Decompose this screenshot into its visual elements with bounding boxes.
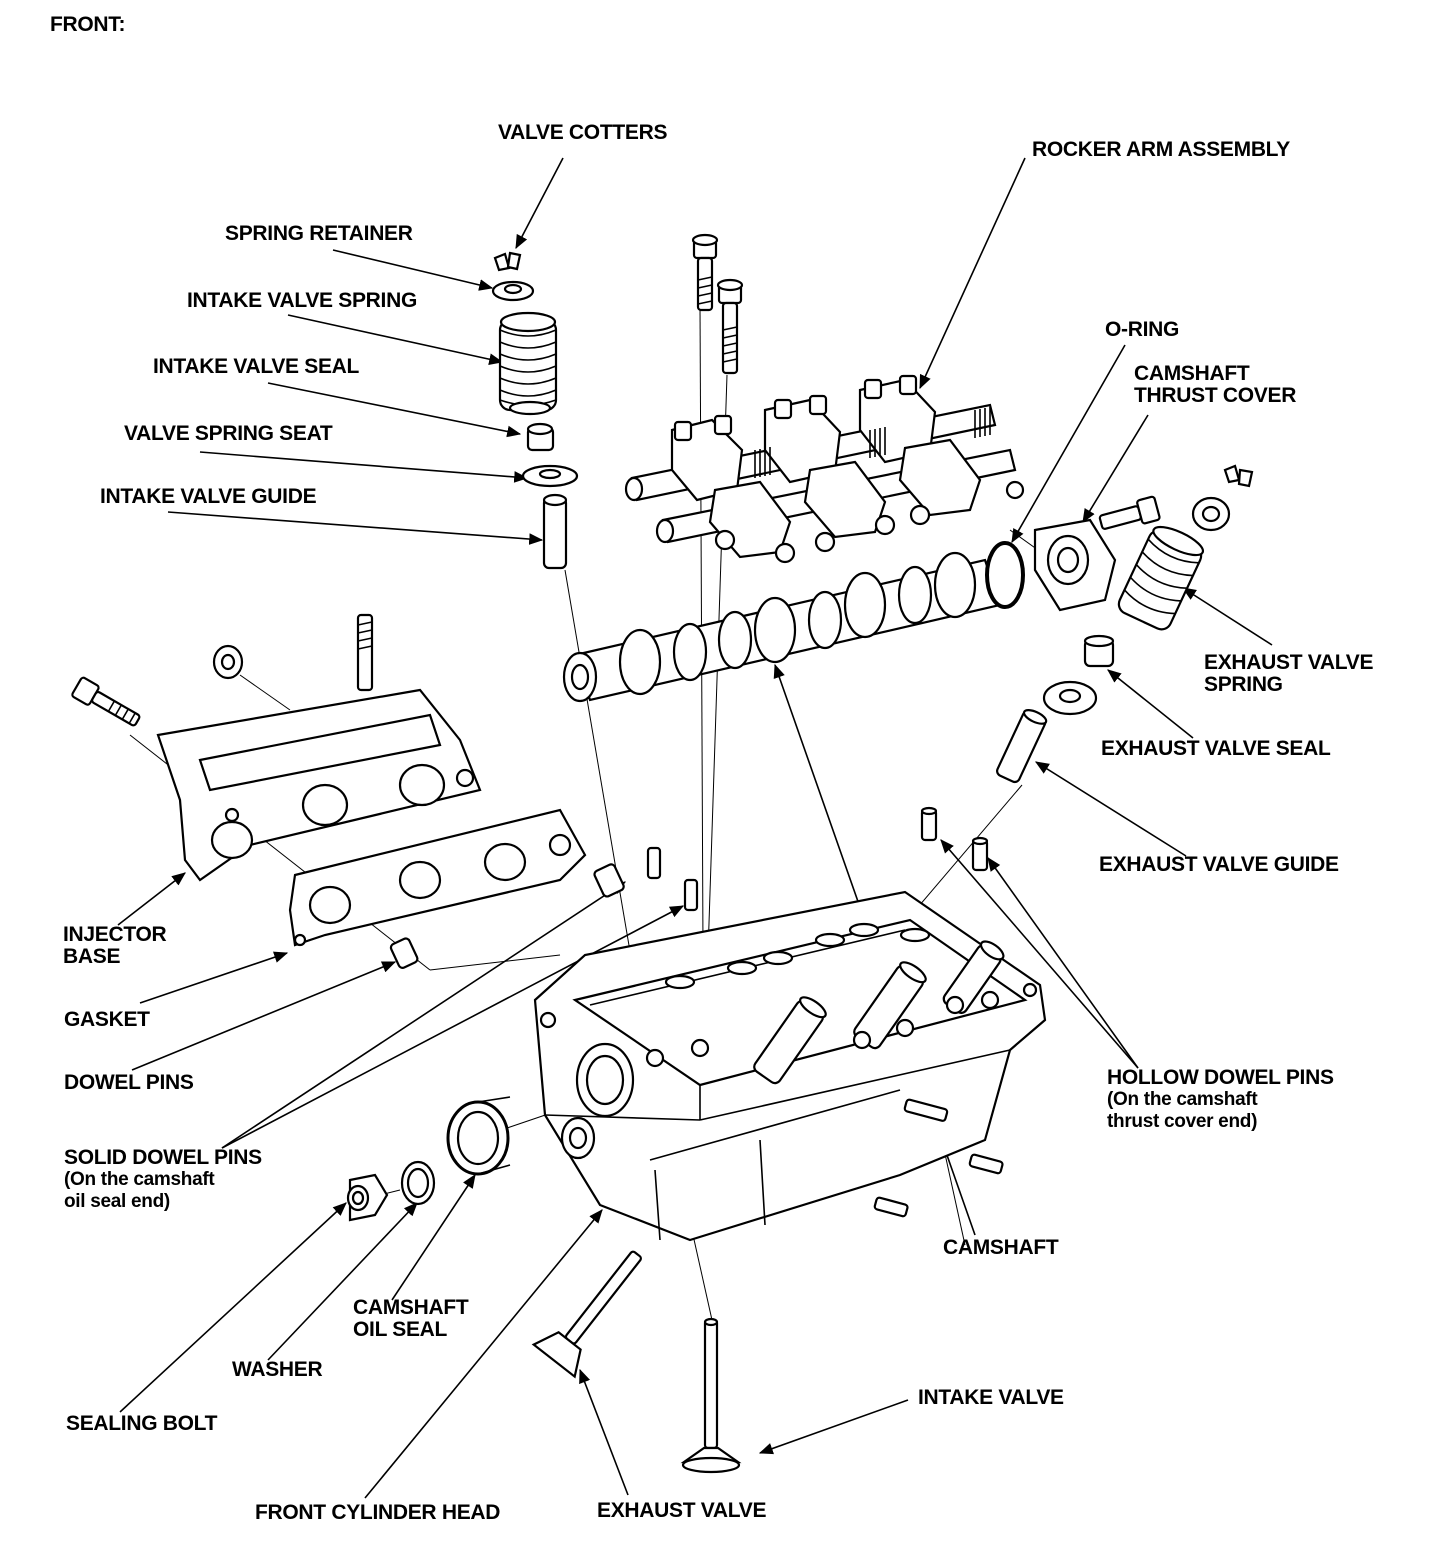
label-rocker-arm-assembly: ROCKER ARM ASSEMBLY: [1032, 138, 1290, 161]
leader-rocker-arm: [919, 157, 1026, 390]
rocker-bolts: [691, 233, 1161, 530]
leader-solid-pin-2: [221, 905, 685, 1149]
label-front-cylinder-head: FRONT CYLINDER HEAD: [255, 1501, 501, 1524]
gasket: [288, 808, 587, 947]
label-exhaust-valve-spring-line2: SPRING: [1204, 673, 1283, 696]
label-camshaft-oil-seal-line1: CAMSHAFT: [353, 1296, 469, 1319]
label-solid-dowel-pins-line2: (On the camshaft: [64, 1169, 215, 1190]
label-camshaft: CAMSHAFT: [943, 1236, 1059, 1259]
label-intake-valve-seal: INTAKE VALVE SEAL: [153, 355, 360, 378]
leader-lines: [117, 157, 1273, 1499]
label-exhaust-valve-spring: EXHAUST VALVE SPRING: [1204, 652, 1373, 696]
label-camshaft-oil-seal-line2: OIL SEAL: [353, 1318, 448, 1341]
label-injector-base-line1: INJECTOR: [63, 923, 167, 946]
leader-gasket: [139, 951, 289, 1004]
label-o-ring: O-RING: [1105, 318, 1180, 341]
label-solid-dowel-pins-line3: oil seal end): [64, 1191, 170, 1212]
rocker-arm-assembly: [624, 374, 1025, 564]
label-exhaust-valve: EXHAUST VALVE: [597, 1499, 767, 1522]
label-exhaust-valve-guide: EXHAUST VALVE GUIDE: [1099, 853, 1339, 876]
label-hollow-dowel-pins-line3: thrust cover end): [1107, 1111, 1258, 1132]
label-intake-valve-guide: INTAKE VALVE GUIDE: [100, 485, 317, 508]
label-hollow-dowel-pins-line2: (On the camshaft: [1107, 1089, 1258, 1110]
dowel-pins: [389, 806, 989, 969]
label-valve-spring-seat: VALVE SPRING SEAT: [124, 422, 333, 445]
leader-washer: [267, 1202, 418, 1361]
camshaft: [562, 518, 1117, 703]
leader-dowel-pins: [131, 961, 397, 1071]
leader-valve-cotters: [515, 157, 564, 250]
leader-exhaust-seal: [1107, 669, 1194, 739]
exhaust-valve: [531, 1250, 642, 1379]
exhaust-valve-stack: [996, 464, 1254, 784]
label-intake-valve-spring: INTAKE VALVE SPRING: [187, 289, 417, 312]
leader-o-ring: [1011, 344, 1126, 544]
leader-hollow-pin-2: [987, 857, 1139, 1069]
label-camshaft-thrust-cover-line2: THRUST COVER: [1134, 384, 1297, 407]
oil-seal-washer-bolt: [346, 1096, 511, 1222]
leader-solid-pin-1: [221, 881, 626, 1149]
leader-oil-seal: [391, 1174, 476, 1301]
leader-front-head: [364, 1209, 603, 1499]
label-valve-cotters: VALVE COTTERS: [498, 121, 668, 144]
label-hollow-dowel-pins: HOLLOW DOWEL PINS (On the camshaft thrus…: [1107, 1067, 1334, 1133]
leader-spring-retainer: [332, 249, 494, 291]
cylinder-head: [533, 890, 1047, 1242]
label-hollow-dowel-pins-line1: HOLLOW DOWEL PINS: [1107, 1066, 1334, 1089]
label-sealing-bolt: SEALING BOLT: [66, 1412, 218, 1435]
intake-valve-stack: [491, 251, 579, 570]
leader-intake-spring: [287, 314, 504, 365]
label-camshaft-thrust-cover-line1: CAMSHAFT: [1134, 362, 1250, 385]
label-solid-dowel-pins-line1: SOLID DOWEL PINS: [64, 1146, 262, 1169]
label-solid-dowel-pins: SOLID DOWEL PINS (On the camshaft oil se…: [64, 1147, 262, 1213]
leader-hollow-pin-1: [940, 839, 1139, 1069]
label-spring-retainer: SPRING RETAINER: [225, 222, 413, 245]
label-exhaust-valve-seal: EXHAUST VALVE SEAL: [1101, 737, 1331, 760]
leader-injector-base: [117, 872, 186, 926]
leader-thrust-cover: [1082, 414, 1149, 523]
leader-exhaust-valve: [579, 1368, 629, 1496]
intake-valve: [680, 1317, 742, 1474]
leader-exhaust-spring: [1182, 587, 1273, 646]
label-exhaust-valve-spring-line1: EXHAUST VALVE: [1204, 651, 1374, 674]
label-injector-base: INJECTOR BASE: [63, 923, 167, 968]
leader-sealing-bolt: [119, 1202, 347, 1413]
label-dowel-pins: DOWEL PINS: [64, 1071, 194, 1094]
injector-base: [71, 613, 482, 882]
label-camshaft-oil-seal: CAMSHAFT OIL SEAL: [353, 1296, 469, 1341]
leader-spring-seat: [199, 451, 529, 483]
leader-intake-seal: [267, 382, 522, 438]
page-title: FRONT:: [50, 13, 126, 36]
leader-exhaust-guide: [1035, 761, 1187, 857]
label-washer: WASHER: [232, 1358, 323, 1381]
leader-intake-guide: [167, 511, 544, 545]
label-injector-base-line2: BASE: [63, 945, 121, 968]
label-intake-valve: INTAKE VALVE: [918, 1386, 1064, 1409]
label-camshaft-thrust-cover: CAMSHAFT THRUST COVER: [1134, 363, 1296, 407]
leader-intake-valve: [758, 1399, 909, 1455]
label-gasket: GASKET: [64, 1008, 150, 1031]
